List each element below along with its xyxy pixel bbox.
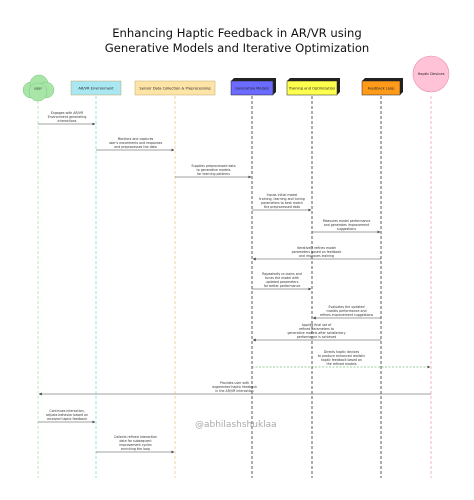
message-text: and improves training (299, 254, 334, 258)
message-text: improvement cycles (119, 443, 152, 447)
message-text: performance is achieved (297, 335, 336, 339)
message-text: for learning patterns (197, 172, 230, 176)
participant-train: Training and Optimization (286, 78, 340, 96)
message-text: Measures model performance (323, 219, 371, 223)
participant-label-user: user (34, 86, 42, 90)
box-shape (286, 80, 338, 96)
participant-label-train: Training and Optimization (288, 86, 335, 90)
participant-label-gen: Generative Models (235, 86, 269, 90)
message-text: to produce enhanced realistic (318, 354, 366, 358)
message-text: refined parameters to (299, 327, 334, 331)
message-text: haptic feedback based on (321, 358, 362, 362)
message-text: interactions (58, 119, 77, 123)
message-text: models performance and (326, 309, 366, 313)
message-text: tunes the model with (265, 276, 299, 280)
message-text: Continues interaction, (49, 409, 84, 413)
message-text: augmented haptic feedback (212, 385, 257, 389)
message-text: enriching the loop (121, 447, 150, 451)
message-text: parameters based on feedback (292, 250, 342, 254)
message-text: suggestions (337, 227, 356, 231)
cloud-shape (22, 74, 55, 102)
message-text: generative models after satisfactory (287, 331, 345, 335)
message-text: updated parameters (266, 280, 299, 284)
participant-label-loop: Feedback Loop (368, 86, 396, 90)
box-shape (361, 80, 401, 96)
message-text: user's movements and responses (109, 141, 163, 145)
participant-env: AR/VR Environment (70, 80, 122, 96)
message-text: Repeatedly re-trains and (262, 272, 301, 276)
message-text: to generative models (196, 168, 230, 172)
message-text: Directs haptic devices (324, 350, 360, 354)
message-text: Monitors and captures (118, 137, 154, 141)
message-text: Collects refined interaction (114, 435, 157, 439)
box-shape (134, 80, 216, 96)
participant-haptic: Haptic Devices (412, 55, 450, 93)
message-text: Environment generating (48, 115, 87, 119)
message-12: Continues interaction,adjusts behavior b… (38, 409, 96, 424)
diagram-title-line-2: Generative Models and Iterative Optimiza… (104, 41, 370, 55)
participant-label-haptic: Haptic Devices (418, 72, 445, 76)
diagram-title-line-1: Enhancing Haptic Feedback in AR/VR using (112, 26, 362, 40)
message-text: and generates improvement (324, 223, 370, 227)
message-text: and preprocesses the data (114, 145, 157, 149)
message-text: in the AR/VR interaction (215, 389, 253, 393)
participant-loop: Feedback Loop (361, 78, 403, 96)
message-text: Iteratively refines model (297, 246, 336, 250)
box-shape (70, 80, 122, 96)
message-text: Provides user with (220, 381, 249, 385)
message-text: training, learning and tuning (259, 197, 305, 201)
message-text: adjusts behavior based on (46, 413, 88, 417)
watermark: @abhilashshuklaa (195, 420, 277, 430)
message-text: received haptic feedback (47, 417, 87, 421)
message-text: Evaluates the updated (328, 305, 364, 309)
message-text: Engages with AR/VR (51, 111, 84, 115)
participant-label-env: AR/VR Environment (78, 86, 114, 90)
message-text: data for subsequent (119, 439, 152, 443)
participant-user: user (22, 74, 55, 102)
participant-label-sensor: Sensor Data Collection & Preprocessing (139, 86, 210, 90)
message-text: the preprocessed data (264, 205, 300, 209)
message-text: parameters to best match (261, 201, 303, 205)
message-text: Applies final set of (302, 323, 332, 327)
participant-sensor: Sensor Data Collection & Preprocessing (134, 80, 216, 96)
box-shape (230, 80, 274, 96)
circle-shape (412, 55, 450, 93)
message-text: Inputs initial model (267, 193, 298, 197)
message-text: Supplies preprocessed data (191, 164, 235, 168)
message-text: the refined models (326, 362, 356, 366)
message-text: for better performance (264, 284, 301, 288)
message-text: refines improvement suggestions (320, 313, 374, 317)
participant-gen: Generative Models (230, 78, 276, 96)
